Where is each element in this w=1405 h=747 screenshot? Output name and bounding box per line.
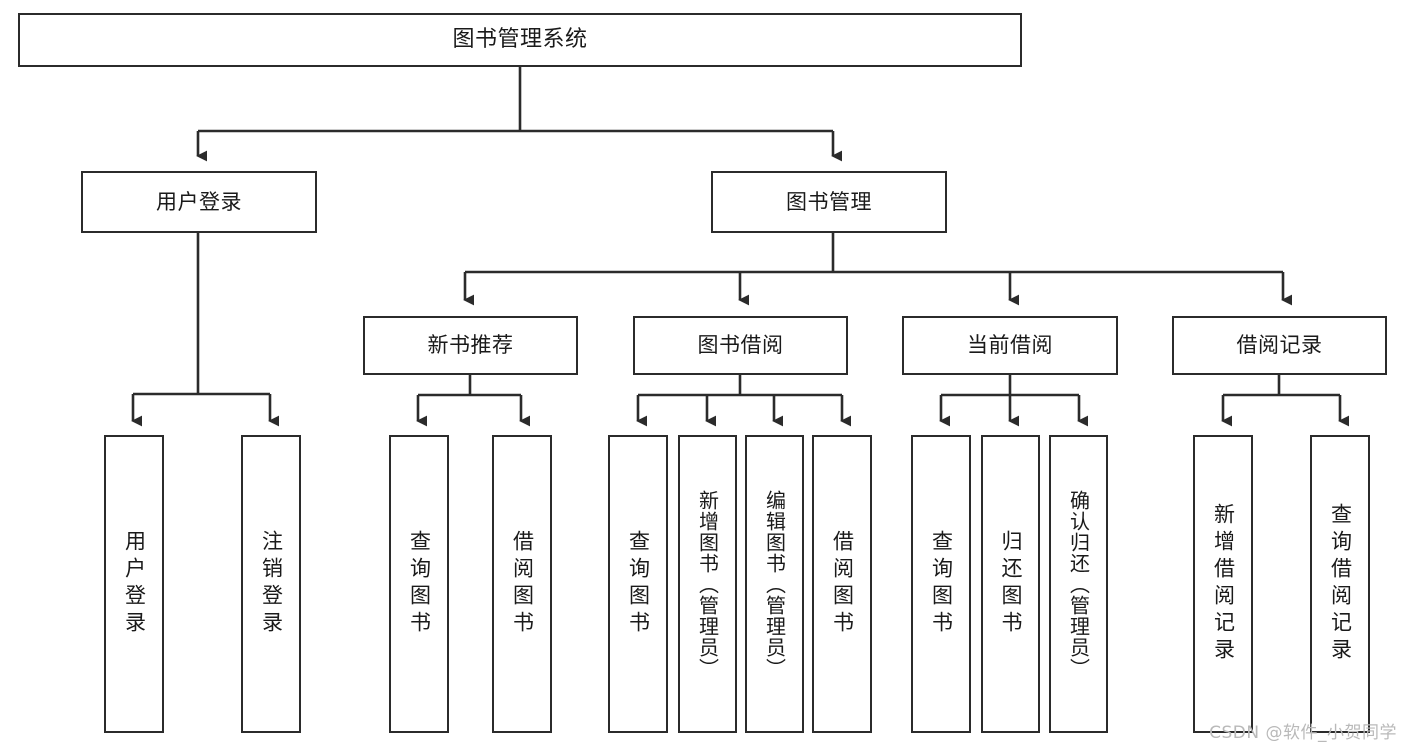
- node-label: 注销登录: [259, 530, 284, 638]
- node-label: 查询借阅记录: [1328, 503, 1353, 665]
- node-label: 借阅记录: [1236, 333, 1323, 358]
- node-label: 新增图书（管理员）: [695, 489, 720, 679]
- watermark-text: CSDN @软件_小贺同学: [1209, 723, 1397, 743]
- leaf-edit-book-admin[interactable]: 编辑图书（管理员）: [745, 435, 804, 733]
- node-label: 用户登录: [156, 189, 242, 214]
- node-label: 用户登录: [122, 530, 147, 638]
- node-label: 编辑图书（管理员）: [762, 489, 787, 679]
- node-label: 归还图书: [999, 530, 1023, 638]
- node-borrow-record[interactable]: 借阅记录: [1172, 316, 1387, 375]
- node-book-management[interactable]: 图书管理: [711, 171, 947, 233]
- node-new-book-recommend[interactable]: 新书推荐: [363, 316, 578, 375]
- leaf-borrow-book[interactable]: 借阅图书: [812, 435, 872, 733]
- leaf-add-borrow-record[interactable]: 新增借阅记录: [1193, 435, 1253, 733]
- node-label: 确认归还（管理员）: [1066, 489, 1091, 679]
- node-label: 查询图书: [929, 530, 954, 638]
- node-label: 图书管理: [786, 189, 872, 214]
- leaf-user-logout[interactable]: 注销登录: [241, 435, 301, 733]
- node-label: 借阅图书: [510, 530, 535, 638]
- leaf-query-book-recommend[interactable]: 查询图书: [389, 435, 449, 733]
- node-label: 新书推荐: [427, 333, 514, 358]
- node-label: 新增借阅记录: [1211, 503, 1236, 665]
- leaf-borrow-book-recommend[interactable]: 借阅图书: [492, 435, 552, 733]
- node-user-login[interactable]: 用户登录: [81, 171, 317, 233]
- node-root-system[interactable]: 图书管理系统: [18, 13, 1022, 67]
- node-label: 查询图书: [407, 530, 432, 638]
- leaf-add-book-admin[interactable]: 新增图书（管理员）: [678, 435, 737, 733]
- leaf-confirm-return-admin[interactable]: 确认归还（管理员）: [1049, 435, 1108, 733]
- leaf-query-book-borrow[interactable]: 查询图书: [608, 435, 668, 733]
- node-label: 图书管理系统: [452, 27, 588, 53]
- node-current-borrow[interactable]: 当前借阅: [902, 316, 1118, 375]
- node-label: 图书借阅: [697, 333, 784, 358]
- leaf-user-login[interactable]: 用户登录: [104, 435, 164, 733]
- leaf-return-book[interactable]: 归还图书: [981, 435, 1040, 733]
- node-label: 借阅图书: [830, 530, 855, 638]
- leaf-query-borrow-record[interactable]: 查询借阅记录: [1310, 435, 1370, 733]
- leaf-query-book-current[interactable]: 查询图书: [911, 435, 971, 733]
- node-label: 查询图书: [626, 530, 651, 638]
- node-book-borrow[interactable]: 图书借阅: [633, 316, 848, 375]
- node-label: 当前借阅: [967, 333, 1053, 358]
